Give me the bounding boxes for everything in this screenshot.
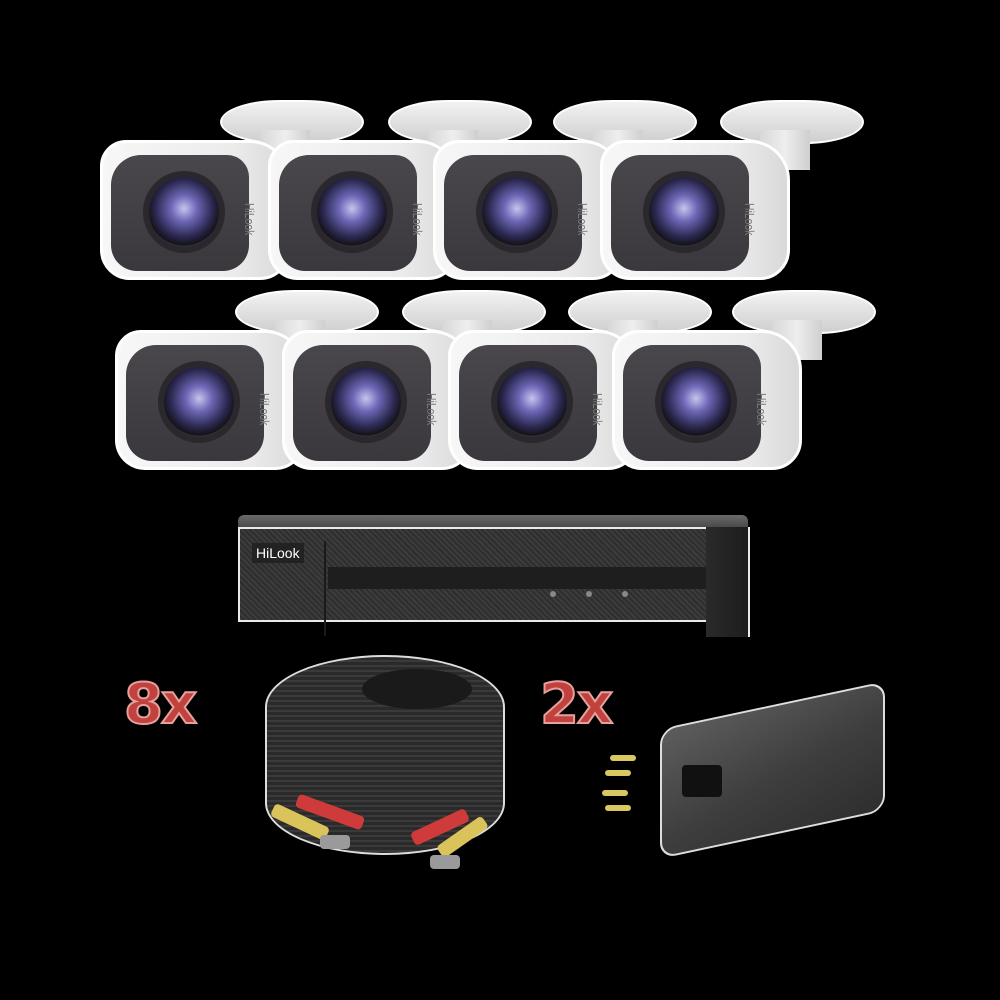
cable-quantity-label: 8x [123, 671, 198, 738]
camera-body: HiLook [448, 330, 638, 470]
camera-brand: HiLook [742, 203, 757, 236]
camera-body: HiLook [100, 140, 290, 280]
camera-brand: HiLook [754, 393, 769, 426]
camera-face [459, 345, 597, 461]
camera-brand: HiLook [410, 203, 425, 236]
dvr-divider [324, 541, 326, 636]
camera-face [611, 155, 749, 271]
dvr-led-icon [550, 591, 556, 597]
camera-body: HiLook [433, 140, 623, 280]
power-supply-adapter [602, 681, 890, 859]
camera-brand: HiLook [424, 393, 439, 426]
camera-brand: HiLook [575, 203, 590, 236]
bnc-connector-grey [430, 855, 460, 869]
camera-face [126, 345, 264, 461]
camera-body: HiLook [268, 140, 458, 280]
camera-face [623, 345, 761, 461]
dvr-top [238, 515, 748, 529]
dvr-recorder: HiLook [238, 515, 750, 645]
camera-face [444, 155, 582, 271]
dvr-led-icon [586, 591, 592, 597]
camera-lens-icon [649, 177, 719, 247]
camera-lens-icon [331, 367, 401, 437]
dvr-brand-logo: HiLook [252, 543, 304, 563]
psu-quantity-label: 2x [539, 671, 614, 738]
bullet-camera-2: HiLook [268, 100, 532, 300]
camera-face [279, 155, 417, 271]
camera-lens-icon [497, 367, 567, 437]
camera-brand: HiLook [590, 393, 605, 426]
dc-plug [610, 755, 636, 761]
dvr-stripe [328, 567, 708, 589]
camera-body: HiLook [115, 330, 305, 470]
bullet-camera-6: HiLook [282, 290, 546, 490]
camera-mount [402, 290, 546, 334]
bnc-connector-grey [320, 835, 350, 849]
camera-lens-icon [482, 177, 552, 247]
camera-brand: HiLook [242, 203, 257, 236]
bullet-camera-5: HiLook [115, 290, 379, 490]
bullet-camera-7: HiLook [448, 290, 712, 490]
dc-plug [602, 790, 628, 796]
dvr-led-icon [622, 591, 628, 597]
bullet-camera-8: HiLook [612, 290, 876, 490]
coil-center [362, 669, 472, 709]
dc-plug [605, 770, 631, 776]
camera-face [111, 155, 249, 271]
camera-lens-icon [164, 367, 234, 437]
camera-body: HiLook [282, 330, 472, 470]
camera-face [293, 345, 431, 461]
camera-lens-icon [149, 177, 219, 247]
camera-body: HiLook [600, 140, 790, 280]
bullet-camera-3: HiLook [433, 100, 697, 300]
camera-brand: HiLook [257, 393, 272, 426]
camera-mount [732, 290, 876, 334]
bullet-camera-1: HiLook [100, 100, 364, 300]
bullet-camera-4: HiLook [600, 100, 864, 300]
dvr-side-panel [706, 527, 750, 637]
camera-lens-icon [317, 177, 387, 247]
camera-body: HiLook [612, 330, 802, 470]
dvr-front-panel: HiLook [238, 527, 708, 636]
dc-plug [605, 805, 631, 811]
power-socket-icon [682, 765, 722, 797]
siamese-cable-coil [240, 655, 510, 905]
camera-lens-icon [661, 367, 731, 437]
